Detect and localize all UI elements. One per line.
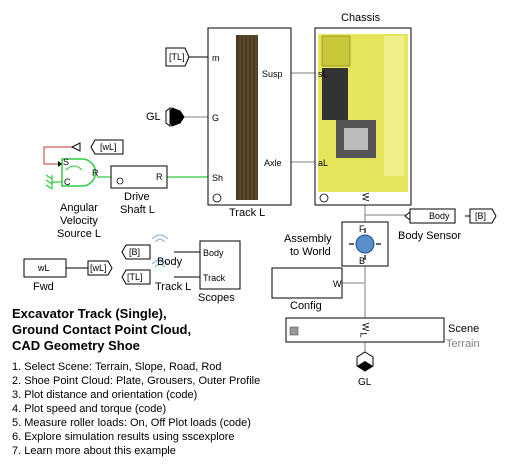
config-block[interactable] — [271, 267, 343, 299]
chassis-block[interactable] — [314, 27, 412, 206]
wireless-icons — [151, 234, 169, 268]
model-heading: Excavator Track (Single), Ground Contact… — [12, 306, 191, 354]
track-graphic — [236, 35, 258, 200]
avs-label-1: Angular — [60, 202, 98, 214]
assembly-port-f: F — [359, 224, 365, 234]
link-icon — [212, 193, 222, 203]
drive-label-2: Shaft L — [120, 204, 155, 216]
step-list: 1. Select Scene: Terrain, Slope, Road, R… — [12, 360, 260, 458]
fwd-block-text: wL — [38, 263, 50, 273]
body-sensor-block[interactable] — [404, 208, 456, 224]
assembly-port-b: B — [359, 256, 366, 266]
body-sensor-label: Body Sensor — [398, 230, 461, 242]
b-goto-tag[interactable] — [469, 208, 497, 224]
track-port-axle: Axle — [264, 158, 282, 168]
config-port: W — [333, 279, 342, 289]
heading-line-3: CAD Geometry Shoe — [12, 338, 140, 353]
step-plot-speed[interactable]: 4. Plot speed and torque (code) — [12, 403, 167, 415]
link-icon — [319, 193, 329, 203]
fwd-label: Fwd — [33, 281, 54, 293]
fwd-constant-block[interactable] — [23, 258, 67, 278]
scopes-in-tl: [TL] — [127, 272, 143, 282]
scene-port-w: W — [360, 322, 371, 332]
avs-port-c: C — [64, 177, 71, 187]
config-label: Config — [290, 300, 322, 312]
step-shoe-point-cloud[interactable]: 2. Shoe Point Cloud: Plate, Grousers, Ou… — [12, 375, 261, 387]
track-graphic-lines — [239, 35, 257, 200]
chassis-port-axle: aL — [318, 158, 329, 168]
wl-tag-text: [wL] — [100, 142, 117, 152]
track-port-m: m — [212, 53, 220, 63]
scopes-signal-body: Body — [157, 256, 183, 268]
gl-connection-port[interactable] — [165, 107, 185, 127]
chassis-graphic-part — [321, 35, 351, 67]
tl-from-tag-scopes[interactable] — [121, 269, 151, 285]
scopes-block[interactable] — [199, 240, 241, 290]
chassis-window-graphic — [344, 128, 368, 150]
step-measure-roller-loads[interactable]: 5. Measure roller loads: On, Off Plot lo… — [12, 417, 251, 429]
wl-from-tag[interactable] — [70, 139, 124, 155]
physical-connections — [184, 72, 410, 352]
step-explore-results[interactable]: 6. Explore simulation results using ssce… — [12, 431, 235, 443]
gl-bottom-label: GL — [358, 377, 372, 388]
tl-tag-text: [TL] — [169, 52, 185, 62]
scene-block[interactable] — [285, 317, 445, 343]
mechanical-ground — [45, 174, 53, 190]
assembly-label-1: Assembly — [284, 233, 332, 245]
track-port-susp: Susp — [262, 69, 283, 79]
scopes-port-track: Track — [203, 273, 226, 283]
avs-label-3: Source L — [57, 228, 102, 240]
chassis-port-w: W — [360, 192, 371, 202]
chassis-title: Chassis — [341, 12, 381, 24]
drive-port-r: R — [156, 172, 163, 182]
avs-label-2: Velocity — [60, 215, 98, 227]
scopes-port-body: Body — [203, 248, 224, 258]
gl-label: GL — [146, 111, 161, 123]
b-from-tag-scopes[interactable] — [121, 244, 151, 260]
chassis-engine-graphic — [322, 68, 348, 120]
track-l-block[interactable] — [207, 27, 292, 206]
assembly-label-2: to World — [290, 246, 331, 258]
drive-label-1: Drive — [124, 191, 150, 203]
body-sensor-port: Body — [429, 211, 450, 221]
chassis-port-susp: sL — [318, 69, 328, 79]
angular-velocity-source-block[interactable] — [58, 158, 97, 187]
track-port-sh: Sh — [212, 173, 224, 183]
scopes-signal-track: Track L — [155, 281, 192, 293]
track-l-label: Track L — [229, 207, 266, 219]
assembly-to-world-block[interactable] — [341, 221, 389, 267]
avs-port-r: R — [92, 168, 99, 178]
line-wl-s[interactable] — [43, 146, 72, 165]
scene-label: Scene — [448, 323, 480, 335]
scopes-label: Scopes — [198, 292, 235, 304]
step-select-scene[interactable]: 1. Select Scene: Terrain, Slope, Road, R… — [12, 361, 222, 373]
tl-from-tag[interactable] — [165, 47, 190, 67]
track-port-g: G — [212, 113, 220, 123]
b-tag-text: [B] — [475, 211, 487, 221]
step-plot-distance[interactable]: 3. Plot distance and orientation (code) — [12, 389, 198, 401]
scopes-in-b: [B] — [129, 247, 141, 257]
heading-line-2: Ground Contact Point Cloud, — [12, 322, 192, 337]
fwd-tag-text: [wL] — [90, 263, 107, 273]
drive-shaft-block[interactable] — [110, 165, 168, 189]
step-learn-more[interactable]: 7. Learn more about this example — [12, 445, 176, 457]
scene-sublabel: Terrain — [446, 338, 480, 350]
scene-port-l: L — [358, 332, 369, 338]
avs-port-s: S — [63, 157, 70, 167]
gl-bottom-port[interactable] — [356, 351, 374, 372]
wl-goto-tag[interactable] — [87, 260, 113, 276]
chassis-side-graphic — [384, 36, 404, 176]
heading-line-1: Excavator Track (Single), — [12, 306, 167, 321]
mechanical-connections — [52, 176, 208, 183]
